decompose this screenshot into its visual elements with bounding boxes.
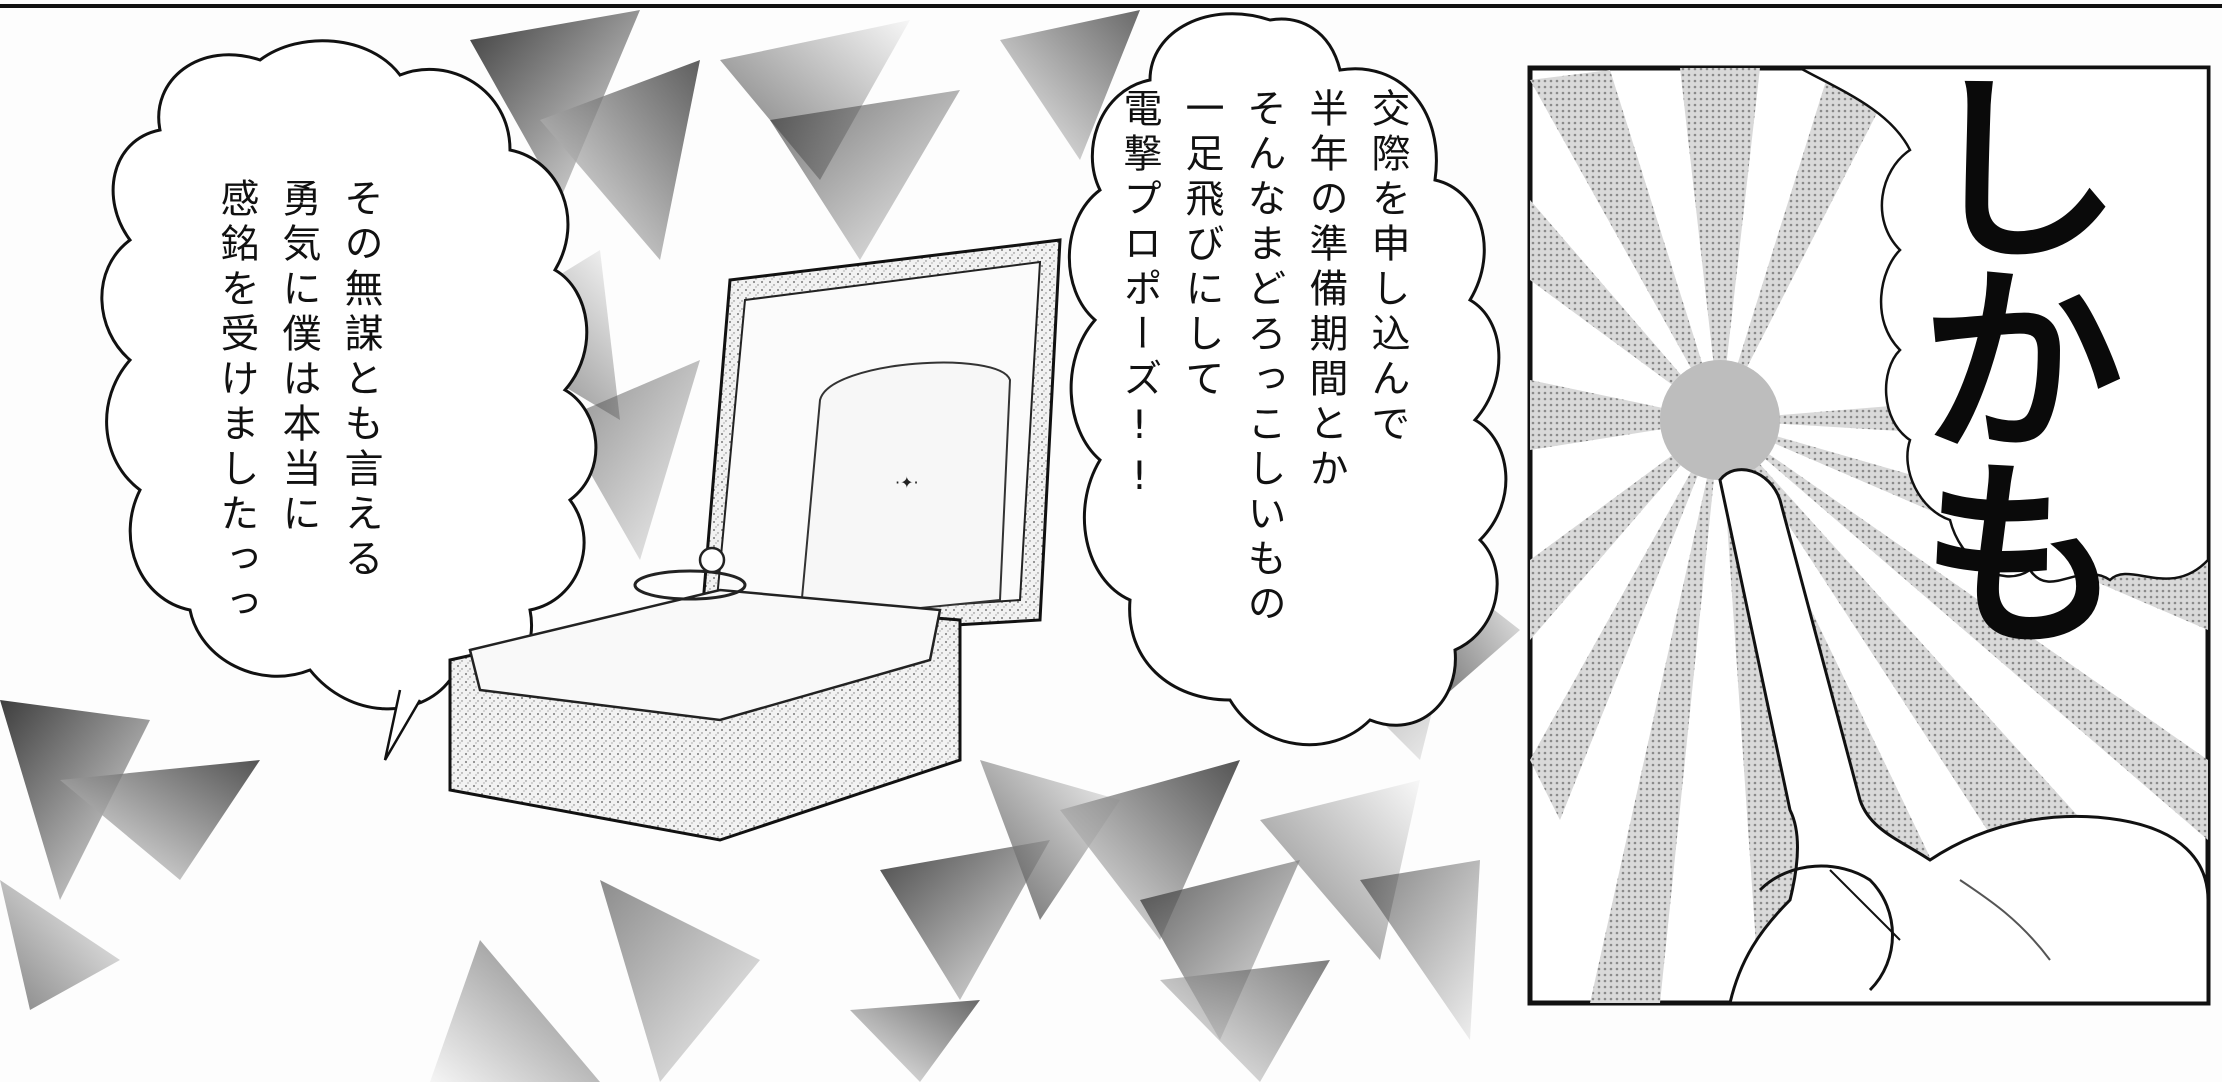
- pointing-hand: [1718, 468, 2208, 1003]
- middle-bubble-line-5: 電撃プロポーズ!!: [1117, 88, 1162, 505]
- svg-text:·✦·: ·✦·: [895, 473, 919, 492]
- middle-bubble-text: 交際を申し込んで 半年の準備期間とか そんなまどろっこしいもの 一足飛びにして …: [1108, 88, 1418, 628]
- left-bubble-line-2: 勇気に僕は本当に: [276, 178, 321, 538]
- ring-box-illustration: ·✦·: [448, 238, 1062, 842]
- right-panel-frame: [1527, 65, 2211, 1006]
- left-bubble-line-1: その無謀とも言える: [338, 178, 383, 583]
- left-bubble-text: その無謀とも言える 勇気に僕は本当に 感銘を受けましたっっ: [205, 178, 391, 628]
- middle-bubble-line-1: 交際を申し込んで: [1365, 88, 1410, 448]
- left-bubble-line-3: 感銘を受けましたっっ: [214, 178, 259, 628]
- middle-bubble-line-4: 一足飛びにして: [1179, 88, 1224, 403]
- middle-bubble-line-3: そんなまどろっこしいもの: [1241, 88, 1286, 628]
- sound-effect-text: しかも: [1884, 62, 2122, 641]
- middle-bubble-line-2: 半年の準備期間とか: [1303, 88, 1348, 493]
- middle-speech-bubble: [1067, 12, 1508, 747]
